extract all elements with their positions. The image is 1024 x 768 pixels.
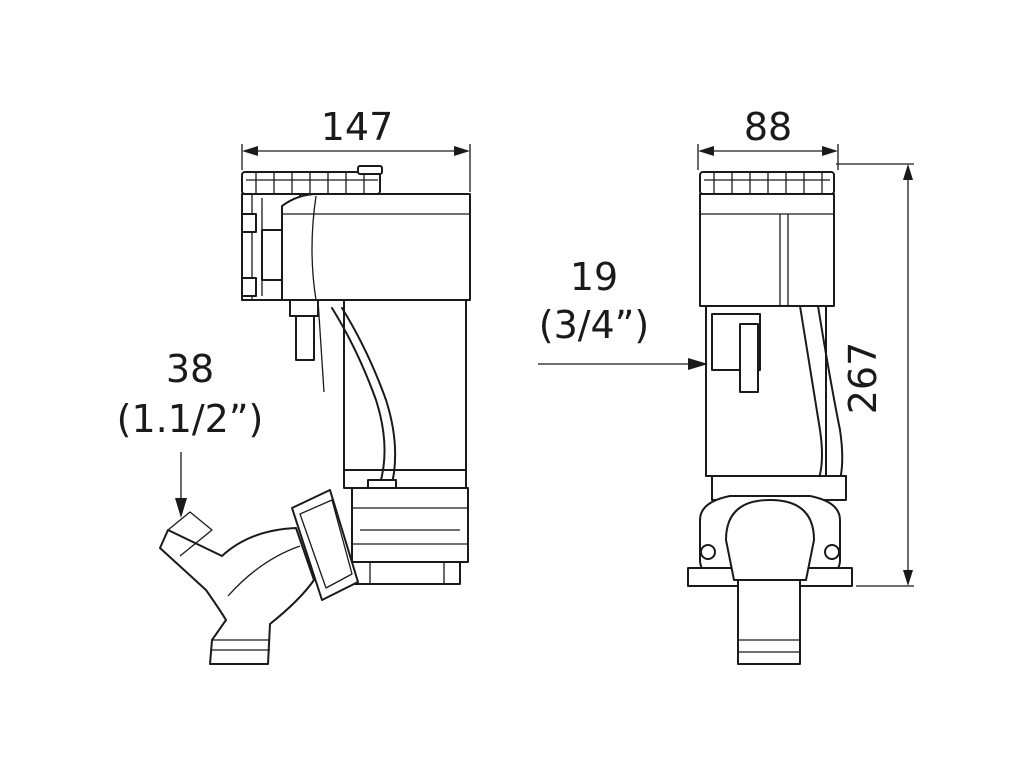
dim-88: 88: [697, 105, 839, 170]
side-pump-body: [343, 299, 467, 489]
side-outlet-elbow: [159, 489, 359, 665]
side-view: 147 38 (1.1/2”): [117, 105, 471, 665]
dim-147-label: 147: [321, 105, 394, 149]
front-hose: [799, 305, 844, 493]
dim-147: 147: [241, 105, 471, 192]
front-view: 88 267 19 (3/4”): [538, 105, 914, 665]
dim-19: 19 (3/4”): [538, 255, 708, 370]
front-base: [687, 475, 853, 665]
dim-38-mm-label: 38: [166, 347, 214, 391]
dim-19-mm-label: 19: [570, 255, 618, 299]
front-pump-body: [705, 305, 827, 477]
dim-88-label: 88: [744, 105, 792, 149]
dim-267-label: 267: [841, 342, 885, 415]
front-motor-housing: [699, 193, 835, 307]
side-motor-housing: [281, 193, 471, 301]
side-base: [351, 487, 469, 585]
side-tabs: [289, 299, 325, 393]
dim-267: 267: [836, 163, 914, 587]
front-cap: [699, 171, 835, 195]
side-cap: [241, 165, 383, 195]
dim-38-in-label: (1.1/2”): [117, 397, 264, 441]
dim-19-in-label: (3/4”): [539, 303, 650, 347]
dim-38: 38 (1.1/2”): [117, 347, 264, 518]
